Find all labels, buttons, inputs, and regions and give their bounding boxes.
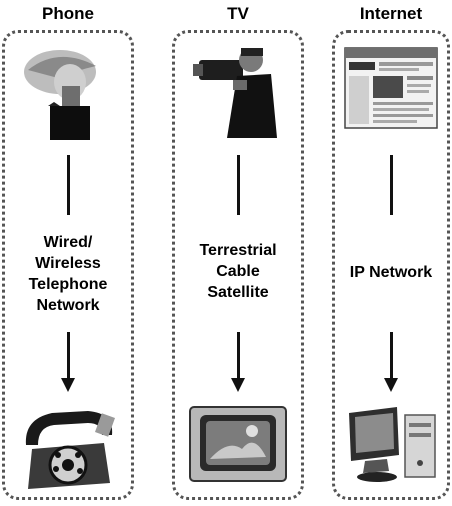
tv-network-line-2: Cable [216, 263, 260, 280]
television-set-icon [189, 406, 287, 482]
internet-network-line-1: IP Network [349, 264, 433, 281]
tv-arrow-shaft [236, 332, 240, 380]
phone-network-line-3: Telephone [28, 276, 108, 293]
phone-title: Phone [42, 4, 94, 23]
phone-network-line-2: Wireless [35, 255, 101, 272]
internet-network-label: IP Network [332, 262, 450, 283]
person-on-phone-icon [24, 50, 96, 140]
tv-network-line-1: Terrestrial [199, 242, 277, 259]
phone-frame [2, 30, 134, 500]
internet-arrow-shaft [389, 332, 393, 380]
phone-network-label: Wired/ Wireless Telephone Network [2, 232, 134, 316]
internet-title: Internet [359, 4, 423, 23]
internet-column: Internet IP Network [332, 0, 450, 506]
phone-connector-line [66, 155, 70, 215]
phone-network-line-4: Network [36, 297, 100, 314]
tv-network-label: Terrestrial Cable Satellite [172, 240, 304, 303]
rotary-telephone-icon [25, 411, 115, 489]
tv-title: TV [227, 4, 249, 23]
web-page-screenshot-icon [344, 47, 438, 129]
phone-arrow-head [61, 378, 75, 392]
tv-column: TV Terrestrial Cable Satellite [172, 0, 304, 506]
internet-connector-line [389, 155, 393, 215]
tv-connector-line [236, 155, 240, 215]
tv-frame [172, 30, 304, 500]
desktop-computer-icon [349, 407, 436, 482]
camera-operator-icon [193, 48, 277, 138]
internet-arrow-head [384, 378, 398, 392]
phone-column: Phone Wired/ Wireless Telephone Network [2, 0, 134, 506]
phone-network-line-1: Wired/ [43, 234, 93, 251]
tv-arrow-head [231, 378, 245, 392]
internet-frame [332, 30, 450, 500]
phone-arrow-shaft [66, 332, 70, 380]
tv-network-line-3: Satellite [207, 284, 269, 301]
